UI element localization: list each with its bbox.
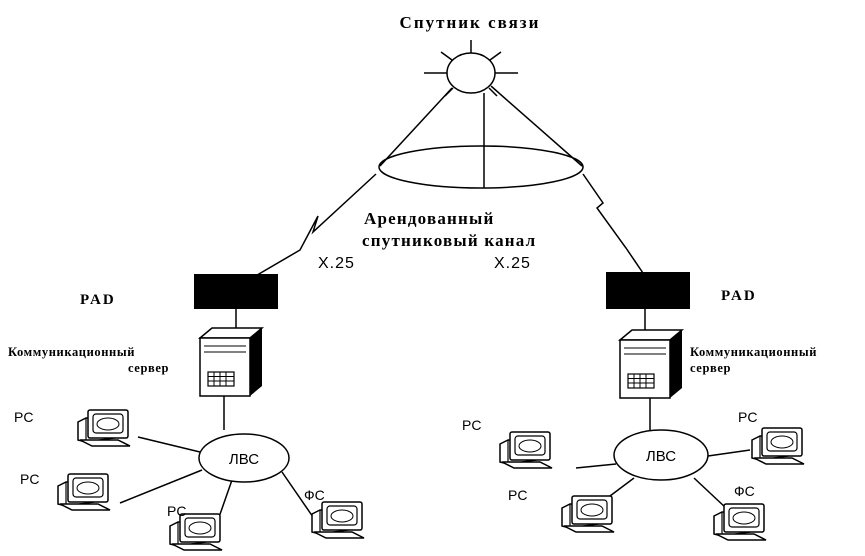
- right-x25-label: X.25: [494, 255, 531, 272]
- left-fs-icon: [311, 501, 365, 539]
- left-pad-device: [194, 274, 278, 309]
- right-fs-icon: [713, 503, 767, 541]
- left-server-icon: [199, 327, 263, 397]
- right-pad-label: PAD: [721, 288, 757, 304]
- right-pc-2-label: PC: [738, 409, 757, 425]
- right-server-label-line2: сервер: [690, 361, 731, 375]
- satellite-antenna-cone: [378, 85, 584, 189]
- right-lan-node: [613, 429, 709, 481]
- channel-label-line1: Арендованный: [364, 209, 495, 228]
- left-lan-links: [119, 436, 314, 521]
- satellite-icon: [424, 40, 518, 97]
- left-satellite-link: [239, 173, 377, 286]
- left-fs-label: ФС: [304, 487, 325, 503]
- left-pc-2-icon: [57, 473, 111, 511]
- left-server-label-line2: сервер: [128, 361, 169, 375]
- left-lan-label: ЛВС: [229, 451, 259, 468]
- left-pc-1-icon: [77, 409, 131, 447]
- left-server-label-line1: Коммуникационный: [8, 345, 135, 359]
- right-pc-3-icon: [561, 495, 615, 533]
- left-pc-3-label: PC: [167, 503, 186, 519]
- left-pc-1-label: PC: [14, 409, 33, 425]
- right-server-label-line1: Коммуникационный: [690, 345, 817, 359]
- left-pc-3-icon: [169, 513, 223, 551]
- right-server-icon: [619, 329, 683, 399]
- right-pc-1-icon: [499, 431, 553, 469]
- right-lan-links: [575, 449, 751, 509]
- right-satellite-link: [582, 173, 646, 277]
- right-pc-3-label: PC: [508, 487, 527, 503]
- right-pc-2-icon: [751, 427, 805, 465]
- left-lan-node: [198, 433, 290, 483]
- left-x25-label: X.25: [318, 255, 355, 272]
- left-pc-2-label: PC: [20, 471, 39, 487]
- right-fs-label: ФС: [734, 483, 755, 499]
- satellite-title: Спутник связи: [400, 13, 541, 32]
- right-lan-label: ЛВС: [646, 448, 676, 465]
- channel-label-line2: спутниковый канал: [362, 231, 536, 250]
- left-pad-label: PAD: [80, 292, 116, 308]
- right-pad-device: [606, 272, 690, 309]
- right-pc-1-label: PC: [462, 417, 481, 433]
